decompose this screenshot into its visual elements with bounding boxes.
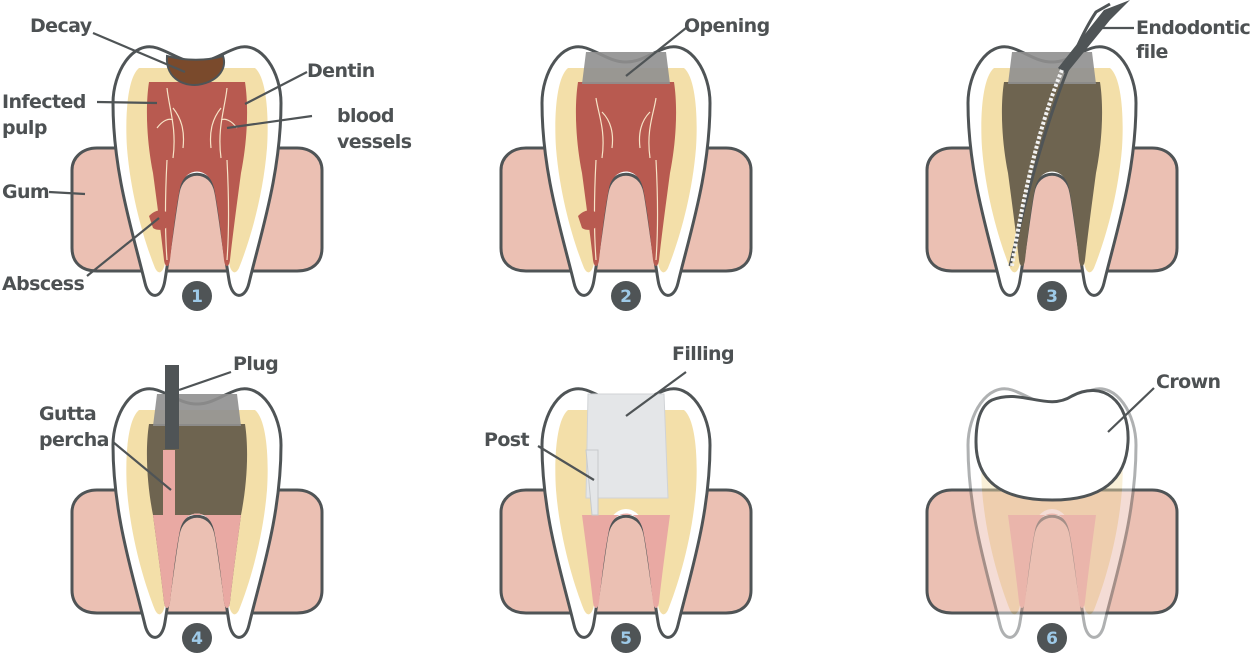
label-filling: Filling [672, 343, 734, 365]
step-number-badge [611, 623, 641, 653]
label-abscess: Abscess [2, 273, 84, 295]
dentin-leader [244, 71, 308, 105]
label-infected-pulp-2: pulp [2, 117, 47, 139]
plug-leader [178, 370, 232, 392]
label-dentin: Dentin [307, 60, 375, 82]
step-6: Crown 6 [925, 371, 1221, 653]
file-grip [1058, 0, 1130, 74]
step-number-badge [182, 281, 212, 311]
label-blood-vessels-2: vessels [337, 131, 412, 153]
label-post: Post [484, 429, 529, 451]
gutta-percha-left [163, 450, 175, 515]
decay-spot [165, 54, 225, 86]
step-number-badge [1037, 281, 1067, 311]
crown-leader [1107, 387, 1155, 433]
abscess-spot [578, 210, 600, 230]
label-endodontic: Endodontic [1136, 17, 1250, 39]
step-number-badge [1037, 623, 1067, 653]
step-2: Opening 2 [499, 15, 770, 311]
step-number: 6 [1046, 629, 1058, 649]
abscess-spot [149, 210, 171, 230]
crown [974, 389, 1130, 502]
step-number: 4 [191, 629, 203, 649]
gum-leader [48, 190, 86, 196]
gutta-leader [112, 441, 172, 491]
post-leader [537, 445, 595, 481]
step-1: Decay Dentin Infected pulp blood vessels… [2, 15, 412, 311]
step-4: Plug Gutta percha 4 [39, 353, 324, 653]
step-number: 1 [191, 287, 203, 307]
label-file: file [1136, 41, 1168, 63]
filling [585, 393, 669, 499]
post [585, 449, 599, 516]
endodontic-file [1010, 69, 1064, 267]
opening-leader [625, 27, 687, 77]
filling-leader [625, 371, 687, 417]
blood-vessels-leader [226, 114, 313, 130]
label-crown: Crown [1156, 371, 1221, 393]
infected-pulp-leader [96, 100, 158, 105]
label-infected-pulp-1: Infected [2, 91, 86, 113]
label-blood-vessels-1: blood [337, 105, 394, 127]
abscess-leader [86, 217, 160, 277]
file-handle [1008, 2, 1111, 267]
label-plug: Plug [233, 353, 278, 375]
label-opening: Opening [684, 15, 770, 37]
label-decay: Decay [30, 15, 93, 37]
label-gutta: Gutta [39, 403, 96, 425]
step-5: Filling Post 5 [484, 343, 753, 653]
step-3: Endodontic file 3 [925, 0, 1251, 311]
step-number: 2 [620, 287, 632, 307]
opening-cavity [582, 52, 670, 84]
label-gum: Gum [2, 181, 49, 203]
step-number: 3 [1046, 287, 1058, 307]
step-number-badge [182, 623, 212, 653]
label-percha: percha [39, 429, 109, 451]
opening-cavity [1008, 52, 1096, 84]
plug-instrument [165, 365, 179, 449]
step-number: 5 [620, 629, 632, 649]
decay-leader [92, 31, 186, 74]
step-number-badge [611, 281, 641, 311]
